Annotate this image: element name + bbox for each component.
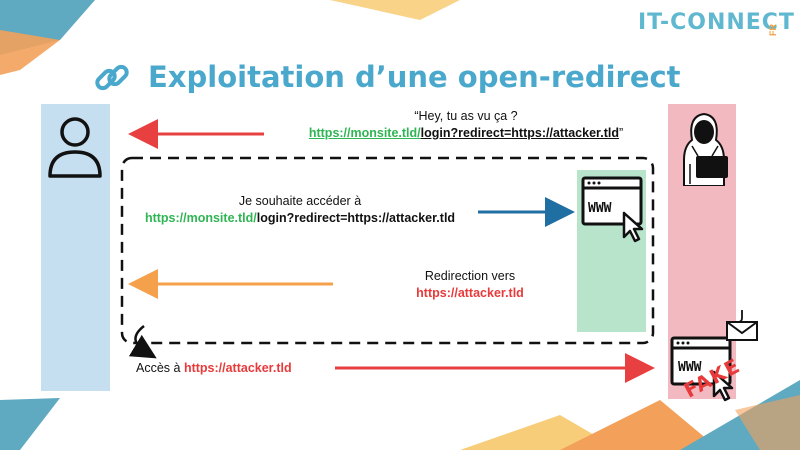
message-request-url-domain: https://monsite.tld/ bbox=[144, 211, 257, 225]
message-phishing-url: https://monsite.tld/login?redirect=https… bbox=[296, 125, 636, 142]
browser-label: WWW bbox=[588, 201, 612, 216]
hacker-icon bbox=[683, 112, 728, 186]
brand-name: IT-CONNECT bbox=[638, 10, 795, 35]
message-redirect-url: https://attacker.tld bbox=[416, 286, 524, 300]
fake-browser-icon: WWW FAKE bbox=[668, 336, 748, 406]
message-phishing-url-domain: https://monsite.tld/ bbox=[308, 126, 421, 140]
message-phishing-url-path: login?redirect=https://attacker.tld bbox=[420, 126, 619, 140]
user-icon bbox=[48, 117, 102, 178]
message-redirect: Redirection vers https://attacker.tld bbox=[386, 268, 554, 302]
phishing-mail-icon bbox=[726, 310, 758, 341]
message-request-url: https://monsite.tld/login?redirect=https… bbox=[132, 210, 468, 227]
curved-arrow-icon bbox=[128, 325, 157, 359]
message-request: Je souhaite accéder à https://monsite.tl… bbox=[132, 193, 468, 227]
message-redirect-line1: Redirection vers bbox=[424, 269, 516, 283]
message-request-url-path: login?redirect=https://attacker.tld bbox=[256, 211, 456, 225]
brand-logo: IT-CONNECT bbox=[638, 10, 795, 35]
message-request-line1: Je souhaite accéder à bbox=[238, 194, 362, 208]
page-title: Exploitation d’une open-redirect bbox=[148, 60, 681, 94]
message-phishing: “Hey, tu as vu ça ? https://monsite.tld/… bbox=[296, 108, 636, 142]
browser-icon: WWW bbox=[580, 175, 648, 245]
link-icon bbox=[95, 64, 129, 91]
message-phishing-closing: ” bbox=[618, 126, 624, 140]
message-access-url: https://attacker.tld bbox=[183, 361, 292, 375]
message-access-prefix: Accès à bbox=[136, 361, 184, 375]
message-phishing-quote: “Hey, tu as vu ça ? bbox=[414, 109, 518, 123]
message-access: Accès à https://attacker.tld bbox=[136, 360, 292, 377]
fake-browser-label: WWW bbox=[678, 360, 702, 375]
